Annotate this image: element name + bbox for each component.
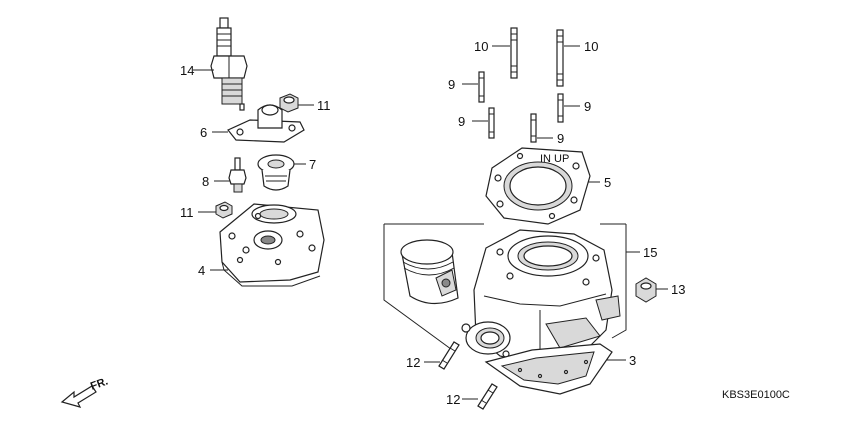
stud-bolt-upper-left [478, 71, 485, 103]
callout-10-left: 10 [474, 39, 488, 54]
callout-12-upper: 12 [406, 355, 420, 370]
base-gasket [484, 343, 613, 395]
stud-bolt-lower-left [488, 107, 495, 139]
spark-plug [210, 17, 248, 111]
stud-bolt-long-left [510, 27, 518, 79]
callout-4: 4 [198, 263, 205, 278]
piston [400, 239, 459, 305]
callout-7: 7 [309, 157, 316, 172]
callout-13: 13 [671, 282, 685, 297]
stud-bolt-exhaust-lower [477, 383, 498, 410]
callout-11-head: 11 [180, 205, 194, 220]
head-gasket: IN UP [485, 147, 591, 225]
drawing-code: KBS3E0100C [722, 389, 790, 401]
callout-6: 6 [200, 125, 207, 140]
cylinder-body [461, 229, 621, 367]
callout-12-lower: 12 [446, 392, 460, 407]
callout-15: 15 [643, 245, 657, 260]
callout-10-right: 10 [584, 39, 598, 54]
front-arrow-label: FR. [89, 375, 110, 392]
thermostat [257, 154, 295, 191]
assembly-box-left [383, 224, 456, 353]
stud-bolt-exhaust-upper [438, 341, 460, 370]
callout-5: 5 [604, 175, 611, 190]
temperature-sensor [228, 157, 247, 193]
callout-11-top: 11 [317, 98, 331, 113]
water-outlet-cover [227, 104, 305, 143]
stud-bolt-upper-right [557, 93, 564, 123]
cylinder-head [219, 203, 325, 287]
callout-9-lower-left: 9 [458, 114, 465, 129]
nut-top [279, 93, 299, 113]
callout-8: 8 [202, 174, 209, 189]
callout-9-lower-right: 9 [557, 131, 564, 146]
callout-3: 3 [629, 353, 636, 368]
callout-9-upper-left: 9 [448, 77, 455, 92]
callout-9-upper-right: 9 [584, 99, 591, 114]
stud-bolt-lower-right [530, 113, 537, 143]
stud-bolt-long-right [556, 29, 564, 87]
assembly-box-right [611, 224, 627, 339]
callout-14: 14 [180, 63, 194, 78]
flange-nut [635, 277, 657, 303]
gasket-marking: IN UP [540, 153, 569, 165]
front-arrow: FR. [60, 375, 110, 408]
nut-head [215, 201, 233, 219]
